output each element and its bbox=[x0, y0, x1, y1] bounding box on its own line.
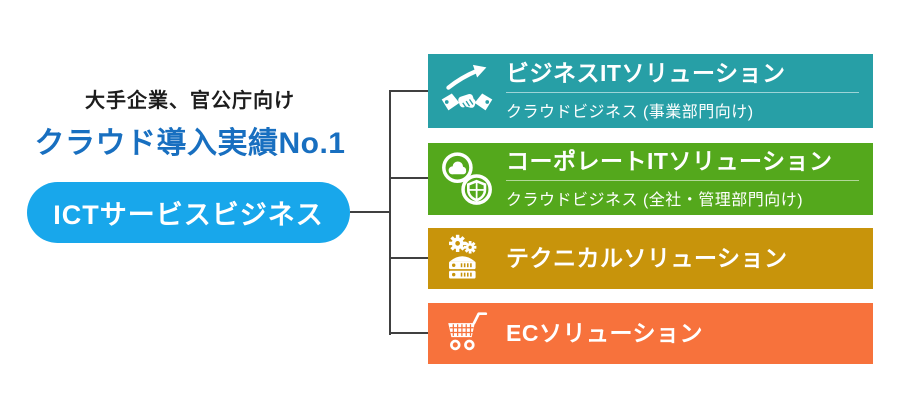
left-panel: 大手企業、官公庁向け クラウド導入実績No.1 bbox=[15, 84, 365, 162]
tagline: 大手企業、官公庁向け bbox=[85, 90, 295, 112]
headline: クラウド導入実績No.1 bbox=[34, 127, 346, 160]
solution-title: テクニカルソリューション bbox=[506, 245, 788, 272]
ict-service-pill: ICTサービスビジネス bbox=[27, 182, 350, 243]
connector-branch-2 bbox=[390, 177, 428, 179]
connector-branch-3 bbox=[390, 257, 428, 259]
solution-content: コーポレートITソリューション クラウドビジネス (全社・管理部門向け) bbox=[506, 148, 859, 209]
solution-subtitle: クラウドビジネス (全社・管理部門向け) bbox=[506, 191, 804, 209]
connector-trunk-line bbox=[389, 90, 391, 335]
shopping-cart-icon bbox=[438, 306, 496, 362]
solution-card-business-it: ビジネスITソリューション クラウドビジネス (事業部門向け) bbox=[428, 54, 873, 128]
connector-pill-line bbox=[350, 211, 390, 213]
solution-card-ec: ECソリューション bbox=[428, 303, 873, 364]
solution-card-corporate-it: コーポレートITソリューション クラウドビジネス (全社・管理部門向け) bbox=[428, 143, 873, 215]
divider bbox=[506, 91, 859, 93]
solution-card-technical: テクニカルソリューション bbox=[428, 228, 873, 289]
solution-title: コーポレートITソリューション bbox=[506, 148, 833, 175]
gears-server-icon bbox=[438, 231, 496, 287]
solution-content: テクニカルソリューション bbox=[506, 245, 859, 271]
solution-title: ビジネスITソリューション bbox=[506, 60, 786, 87]
cloud-shield-icon bbox=[438, 151, 496, 207]
growth-handshake-icon bbox=[438, 63, 496, 119]
solution-content: ビジネスITソリューション クラウドビジネス (事業部門向け) bbox=[506, 60, 859, 121]
divider bbox=[506, 179, 859, 181]
connector-branch-4 bbox=[390, 332, 428, 334]
connector-branch-1 bbox=[390, 90, 428, 92]
solution-content: ECソリューション bbox=[506, 320, 859, 346]
solution-title: ECソリューション bbox=[506, 320, 703, 347]
solution-subtitle: クラウドビジネス (事業部門向け) bbox=[506, 103, 754, 121]
pill-label: ICTサービスビジネス bbox=[53, 200, 324, 230]
